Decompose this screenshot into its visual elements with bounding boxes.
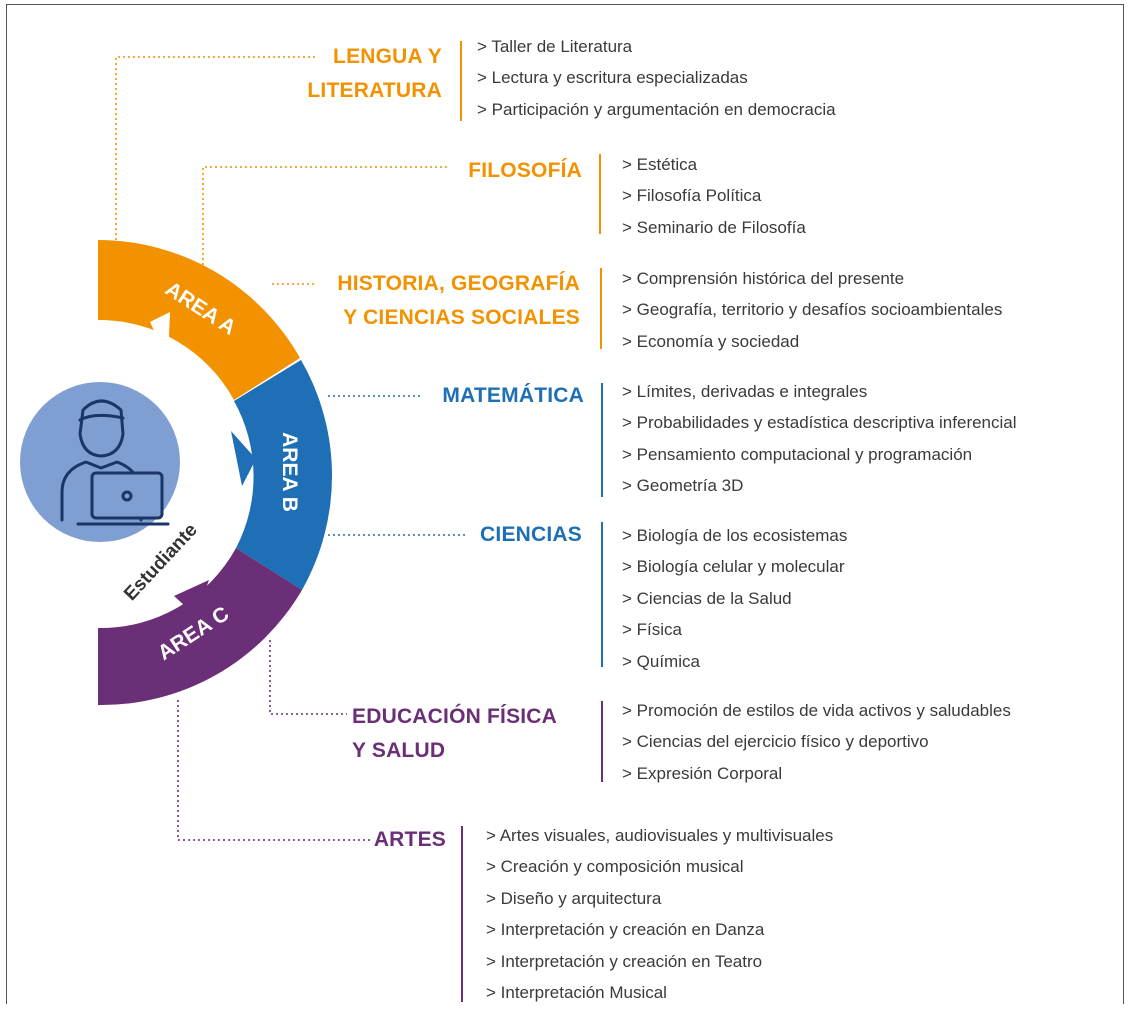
list-item: > Promoción de estilos de vida activos y…: [622, 701, 1011, 720]
subject-title-line: Y CIENCIAS SOCIALES: [343, 306, 580, 329]
subject-title-historia: HISTORIA, GEOGRAFÍA Y CIENCIAS SOCIALES: [300, 267, 580, 335]
subject-items-historia: > Comprensión histórica del presente > G…: [622, 263, 1002, 357]
list-item: > Diseño y arquitectura: [486, 888, 662, 908]
list-item: > Geometría 3D: [622, 476, 744, 496]
subject-title-line: Y SALUD: [352, 739, 446, 762]
subject-title-line: LENGUA Y: [333, 45, 442, 68]
list-item: > Interpretación y creación en Danza: [486, 920, 765, 940]
list-item: > Interpretación Musical: [486, 982, 667, 1002]
list-item: > Participación y argumentación en democ…: [477, 99, 836, 119]
area-a-arrow-notch: [150, 312, 170, 360]
subject-title-line: LITERATURA: [307, 79, 442, 102]
subject-title-line: FILOSOFÍA: [468, 159, 582, 182]
area-b-label: AREA B: [278, 432, 301, 512]
list-item: > Ciencias del ejercicio físico y deport…: [622, 732, 929, 752]
subject-title-line: EDUCACIÓN FÍSICA: [352, 705, 558, 728]
list-item: > Geografía, territorio y desafíos socio…: [622, 300, 1003, 320]
list-item: > Estética: [622, 155, 698, 174]
list-item: > Biología de los ecosistemas: [622, 526, 848, 545]
area-a-segment: [98, 240, 300, 400]
list-item: > Creación y composición musical: [486, 857, 744, 877]
list-item: > Límites, derivadas e integrales: [622, 382, 868, 401]
subject-items-lengua: > Taller de Literatura > Lectura y escri…: [477, 31, 836, 125]
list-item: > Economía y sociedad: [622, 331, 800, 351]
subject-title-line: HISTORIA, GEOGRAFÍA: [337, 272, 580, 295]
subject-title-line: CIENCIAS: [480, 523, 582, 546]
list-item: > Filosofía Política: [622, 186, 762, 206]
subject-items-matematica: > Límites, derivadas e integrales > Prob…: [622, 376, 1017, 502]
subject-items-artes: > Artes visuales, audiovisuales y multiv…: [486, 820, 833, 1008]
list-item: > Seminario de Filosofía: [622, 217, 806, 237]
list-item: > Ciencias de la Salud: [622, 588, 792, 608]
list-item: > Lectura y escritura especializadas: [477, 68, 748, 88]
subject-title-educacion-fisica: EDUCACIÓN FÍSICA Y SALUD: [352, 700, 592, 768]
subject-items-filosofia: > Estética > Filosofía Política > Semina…: [622, 149, 806, 243]
list-item: > Comprensión histórica del presente: [622, 269, 905, 288]
list-item: > Taller de Literatura: [477, 37, 633, 56]
area-b-segment: [234, 360, 333, 590]
subject-title-line: MATEMÁTICA: [442, 384, 584, 407]
connector-educacion: [269, 640, 347, 715]
area-b-arrow-notch: [231, 431, 256, 486]
subject-items-educacion-fisica: > Promoción de estilos de vida activos y…: [622, 695, 1011, 789]
subject-title-lengua: LENGUA Y LITERATURA: [300, 40, 442, 108]
list-item: > Expresión Corporal: [622, 763, 783, 783]
subject-title-ciencias: CIENCIAS: [460, 518, 582, 552]
list-item: > Biología celular y molecular: [622, 557, 845, 577]
area-c-segment: [98, 548, 302, 706]
subject-title-artes: ARTES: [360, 823, 446, 857]
list-item: > Pensamiento computacional y programaci…: [622, 444, 973, 464]
connector-lengua: [115, 56, 318, 240]
subject-title-line: ARTES: [373, 828, 446, 851]
list-item: > Artes visuales, audiovisuales y multiv…: [486, 826, 834, 845]
diagram-frame: [6, 4, 1124, 1004]
subject-title-matematica: MATEMÁTICA: [410, 379, 584, 413]
subject-items-ciencias: > Biología de los ecosistemas > Biología…: [622, 520, 847, 677]
area-c-arrow-notch: [174, 580, 209, 616]
student-laptop-icon: [60, 399, 170, 526]
connector-filosofia: [202, 166, 448, 265]
list-item: > Probabilidades y estadística descripti…: [622, 413, 1017, 433]
list-item: > Química: [622, 651, 700, 671]
list-item: > Interpretación y creación en Teatro: [486, 951, 763, 971]
subject-title-filosofia: FILOSOFÍA: [430, 154, 582, 188]
list-item: > Física: [622, 620, 682, 640]
connector-artes: [177, 700, 372, 841]
